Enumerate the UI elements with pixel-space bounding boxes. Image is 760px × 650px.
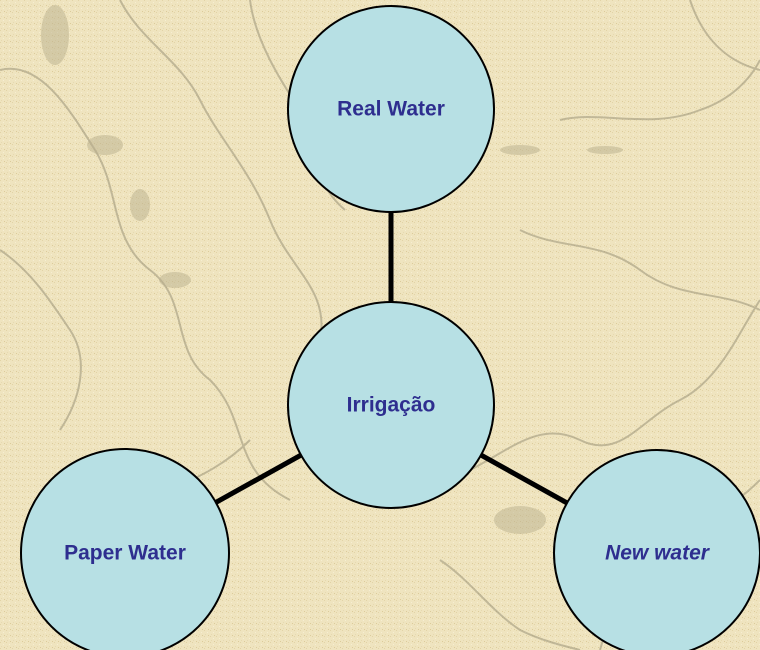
node-paper-water: Paper Water [20,448,230,650]
node-real-water: Real Water [287,5,495,213]
node-label-paper-water: Paper Water [64,542,186,565]
node-new-water: New water [553,449,760,650]
node-label-center: Irrigação [347,394,436,417]
node-circle-paper-water [20,448,230,650]
node-circle-real-water [287,5,495,213]
node-center: Irrigação [287,301,495,509]
node-circle-center [287,301,495,509]
node-circle-new-water [553,449,760,650]
node-label-new-water: New water [605,542,711,565]
node-label-real-water: Real Water [337,98,445,121]
